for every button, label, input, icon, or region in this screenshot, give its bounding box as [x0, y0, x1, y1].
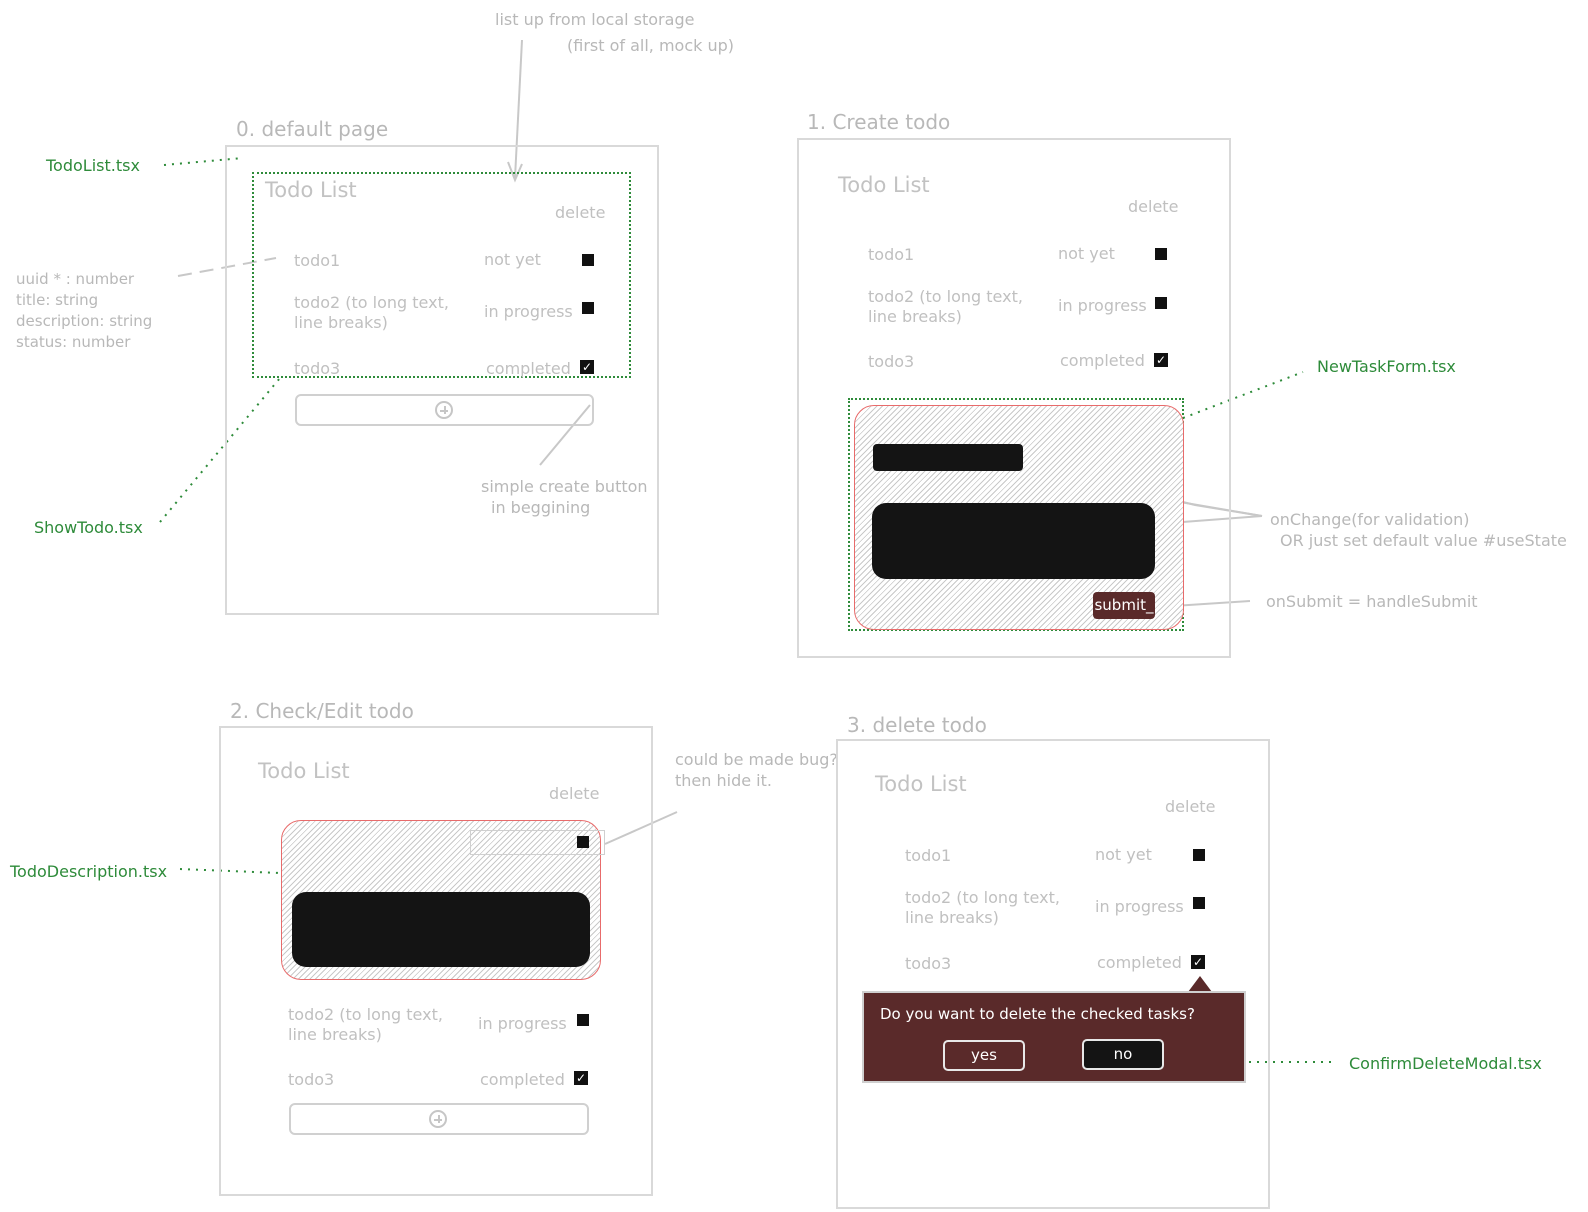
- delete-checkbox[interactable]: [1155, 248, 1167, 260]
- panel-1-status1: not yet: [1058, 244, 1115, 263]
- panel-2-status2: in progress: [478, 1014, 567, 1033]
- panel-2-todo2[interactable]: todo2 (to long text,: [288, 1005, 443, 1024]
- label-confirmdeletemodal: ConfirmDeleteModal.tsx: [1349, 1054, 1542, 1073]
- panel-0-todo3[interactable]: todo3: [294, 359, 341, 378]
- panel-0-status2: in progress: [484, 302, 573, 321]
- panel-0-status3: completed: [486, 359, 571, 378]
- note-beginning: in beggining: [491, 498, 591, 517]
- panel-3-status2: in progress: [1095, 897, 1184, 916]
- confirm-delete-modal: Do you want to delete the checked tasks?…: [862, 991, 1246, 1083]
- panel-2-frame: [219, 726, 653, 1196]
- label-showtodo: ShowTodo.tsx: [34, 518, 143, 537]
- checkbox-checked-icon[interactable]: ✓: [1154, 353, 1168, 367]
- panel-0-todo2[interactable]: todo2 (to long text,: [294, 293, 449, 312]
- panel-3-frame: [836, 739, 1270, 1209]
- panel-1-list-title: Todo List: [838, 173, 930, 197]
- note-uuid: uuid * : number: [16, 270, 135, 288]
- panel-1-todo1[interactable]: todo1: [868, 245, 915, 264]
- plus-circle-icon: [435, 401, 453, 419]
- note-title: title: string: [16, 291, 99, 309]
- note-status: status: number: [16, 333, 131, 351]
- panel-1-status3: completed: [1060, 351, 1145, 370]
- note-bug: could be made bug?: [675, 750, 838, 769]
- delete-checkbox[interactable]: [582, 302, 594, 314]
- label-newtaskform: NewTaskForm.tsx: [1317, 357, 1456, 376]
- delete-checkbox[interactable]: [1193, 849, 1205, 861]
- panel-2-title: 2. Check/Edit todo: [230, 699, 414, 723]
- panel-0-status1: not yet: [484, 250, 541, 269]
- note-default-value: OR just set default value #useState: [1280, 531, 1567, 550]
- panel-0-delete-header: delete: [555, 203, 606, 222]
- delete-checkbox[interactable]: [1155, 297, 1167, 309]
- note-description: description: string: [16, 312, 153, 330]
- checkbox-checked-icon[interactable]: ✓: [574, 1071, 588, 1085]
- todolist-highlight: [252, 172, 631, 378]
- description-textarea[interactable]: [292, 892, 590, 967]
- panel-1-todo3[interactable]: todo3: [868, 352, 915, 371]
- panel-2-todo2-line2: line breaks): [288, 1025, 382, 1044]
- note-hide: then hide it.: [675, 771, 772, 790]
- plus-circle-icon: [429, 1110, 447, 1128]
- note-create-button: simple create button: [481, 477, 648, 496]
- modal-pointer: [1188, 976, 1212, 992]
- no-button[interactable]: no: [1082, 1039, 1164, 1070]
- checkbox-checked-icon[interactable]: ✓: [580, 360, 594, 374]
- panel-1-status2: in progress: [1058, 296, 1147, 315]
- panel-0-todo1[interactable]: todo1: [294, 251, 341, 270]
- panel-3-todo2[interactable]: todo2 (to long text,: [905, 888, 1060, 907]
- label-tododescription: TodoDescription.tsx: [10, 862, 168, 881]
- panel-2-list-title: Todo List: [258, 759, 350, 783]
- panel-3-status3: completed: [1097, 953, 1182, 972]
- panel-1-title: 1. Create todo: [807, 110, 951, 134]
- note-mockup: (first of all, mock up): [567, 36, 735, 55]
- panel-1-todo2[interactable]: todo2 (to long text,: [868, 287, 1023, 306]
- panel-1-frame: [797, 138, 1231, 658]
- panel-3-todo2-line2: line breaks): [905, 908, 999, 927]
- status-highlight: [470, 830, 605, 855]
- panel-1-todo2-line2: line breaks): [868, 307, 962, 326]
- yes-button[interactable]: yes: [943, 1040, 1025, 1071]
- panel-0-frame: [225, 145, 659, 615]
- submit-button[interactable]: submit_: [1093, 592, 1155, 619]
- title-input[interactable]: [873, 444, 1023, 471]
- panel-2-status3: completed: [480, 1070, 565, 1089]
- delete-checkbox[interactable]: [577, 1014, 589, 1026]
- panel-3-title: 3. delete todo: [847, 713, 987, 737]
- description-input[interactable]: [872, 503, 1155, 579]
- panel-3-todo1[interactable]: todo1: [905, 846, 952, 865]
- note-onchange: onChange(for validation): [1270, 510, 1470, 529]
- panel-3-delete-header: delete: [1165, 797, 1216, 816]
- panel-3-list-title: Todo List: [875, 772, 967, 796]
- panel-2-todo3[interactable]: todo3: [288, 1070, 335, 1089]
- panel-3-status1: not yet: [1095, 845, 1152, 864]
- panel-1-delete-header: delete: [1128, 197, 1179, 216]
- create-button[interactable]: [295, 394, 594, 426]
- panel-3-todo3[interactable]: todo3: [905, 954, 952, 973]
- delete-checkbox[interactable]: [577, 836, 589, 848]
- checkbox-checked-icon[interactable]: ✓: [1191, 955, 1205, 969]
- modal-question: Do you want to delete the checked tasks?: [880, 1005, 1195, 1023]
- panel-0-title: 0. default page: [236, 117, 389, 141]
- delete-checkbox[interactable]: [582, 254, 594, 266]
- create-button[interactable]: [289, 1103, 589, 1135]
- panel-2-delete-header: delete: [549, 784, 600, 803]
- panel-0-todo2-line2: line breaks): [294, 313, 388, 332]
- note-onsubmit: onSubmit = handleSubmit: [1266, 592, 1478, 611]
- note-local-storage: list up from local storage: [495, 10, 695, 29]
- label-todolist: TodoList.tsx: [46, 156, 140, 175]
- panel-0-list-title: Todo List: [265, 178, 357, 202]
- delete-checkbox[interactable]: [1193, 897, 1205, 909]
